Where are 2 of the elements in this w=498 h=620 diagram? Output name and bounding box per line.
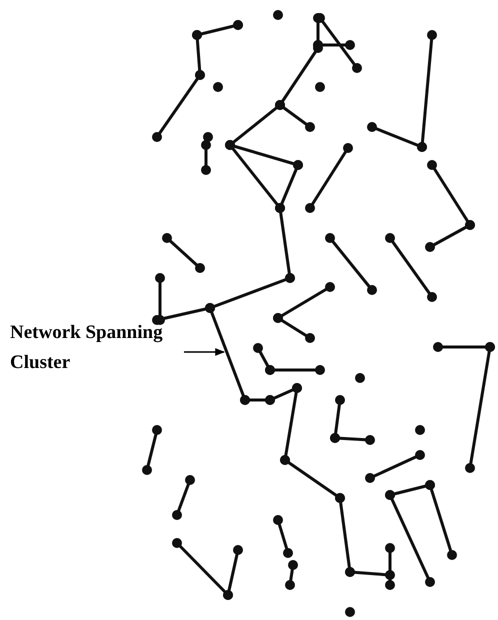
- callout-label: Network Spanning Cluster: [10, 318, 182, 378]
- leader-arrow: [184, 348, 225, 356]
